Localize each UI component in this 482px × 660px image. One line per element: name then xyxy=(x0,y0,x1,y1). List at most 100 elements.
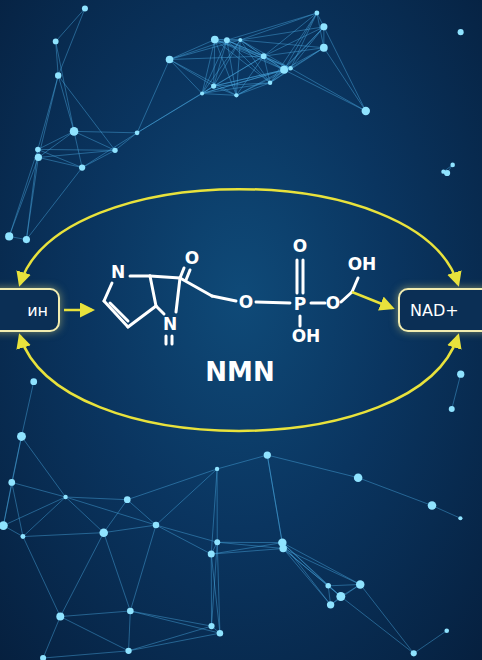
network-line xyxy=(156,469,217,525)
molecule-name: NMN xyxy=(205,359,274,385)
network-dot xyxy=(8,479,15,486)
network-line xyxy=(74,131,115,150)
network-line xyxy=(129,633,220,651)
network-line xyxy=(328,584,360,585)
network-dot xyxy=(21,534,26,539)
network-line xyxy=(104,500,128,533)
atom-label: OH xyxy=(292,328,321,345)
network-dot xyxy=(217,630,223,636)
network-dot xyxy=(208,551,215,558)
network-line xyxy=(282,543,330,605)
network-dot xyxy=(211,36,219,44)
network-dot xyxy=(56,613,64,621)
network-dot xyxy=(450,163,455,168)
network-line xyxy=(56,9,85,42)
network-line xyxy=(217,469,218,542)
network-dot xyxy=(30,378,37,385)
network-line xyxy=(452,374,461,409)
network-line xyxy=(227,40,291,68)
network-dot xyxy=(17,432,26,441)
network-dot xyxy=(268,81,272,85)
network-line xyxy=(291,48,324,69)
network-line xyxy=(38,131,74,157)
network-line xyxy=(43,617,60,658)
atom-label: O xyxy=(293,238,307,255)
network-dot xyxy=(35,154,42,161)
network-dot xyxy=(200,92,204,96)
cycle-arrow xyxy=(20,189,458,284)
network-line xyxy=(43,651,128,658)
network-line xyxy=(217,455,267,469)
network-line xyxy=(211,549,283,555)
network-line xyxy=(74,131,137,132)
network-line xyxy=(12,436,22,482)
network-line xyxy=(66,497,128,500)
atom-label: P xyxy=(294,296,306,313)
network-line xyxy=(360,584,413,653)
network-dot xyxy=(354,473,363,482)
network-line xyxy=(38,157,82,167)
network-dot xyxy=(214,539,220,545)
network-line xyxy=(130,611,211,626)
process-box: ин xyxy=(0,288,60,332)
network-dot xyxy=(441,169,445,173)
network-dot xyxy=(449,406,455,412)
network-line xyxy=(270,27,324,83)
network-dot xyxy=(125,648,131,654)
network-line xyxy=(127,500,156,525)
box-label: ин xyxy=(27,301,48,320)
network-line xyxy=(104,525,156,533)
network-line xyxy=(414,631,447,654)
network-dot xyxy=(215,467,219,471)
network-line xyxy=(26,157,38,239)
network-dot xyxy=(127,608,134,615)
network-line xyxy=(38,149,82,167)
network-dot xyxy=(458,29,464,35)
network-line xyxy=(23,537,60,617)
network-line xyxy=(267,455,358,478)
network-line xyxy=(202,40,227,93)
atom-label: N xyxy=(111,264,125,281)
network-line xyxy=(12,482,23,536)
network-line xyxy=(130,611,220,633)
network-dot xyxy=(327,601,334,608)
network-line xyxy=(358,478,432,506)
network-line xyxy=(324,27,366,111)
network-line xyxy=(282,543,340,597)
network-line xyxy=(283,549,330,605)
atom-label: O xyxy=(326,295,340,312)
network-dot xyxy=(0,521,8,530)
network-line xyxy=(66,497,156,525)
network-line xyxy=(130,525,156,611)
network-line xyxy=(3,497,65,526)
network-dot xyxy=(124,496,131,503)
network-line xyxy=(291,27,324,68)
network-dot xyxy=(362,107,370,115)
network-dot xyxy=(458,516,462,520)
network-dot xyxy=(428,501,437,510)
network-line xyxy=(137,86,214,133)
flow-arrow xyxy=(352,292,392,308)
network-line xyxy=(227,13,317,40)
network-dot xyxy=(224,37,230,43)
network-dot xyxy=(40,655,46,660)
network-dot xyxy=(99,528,108,537)
network-line xyxy=(82,133,137,168)
network-line xyxy=(217,542,283,548)
network-dot xyxy=(444,628,449,633)
network-line xyxy=(23,533,104,537)
network-line xyxy=(60,617,128,651)
network-dot xyxy=(153,522,159,528)
network-line xyxy=(26,168,82,240)
network-dot xyxy=(280,66,288,74)
network-dot xyxy=(411,650,417,656)
atom-label: OH xyxy=(348,256,377,273)
network-line xyxy=(267,455,283,548)
network-dot xyxy=(234,93,238,97)
network-line xyxy=(341,597,414,654)
network-dot xyxy=(23,236,30,243)
network-dot xyxy=(325,583,331,589)
network-line xyxy=(9,157,38,236)
network-dot xyxy=(288,66,292,70)
network-line xyxy=(12,482,66,497)
